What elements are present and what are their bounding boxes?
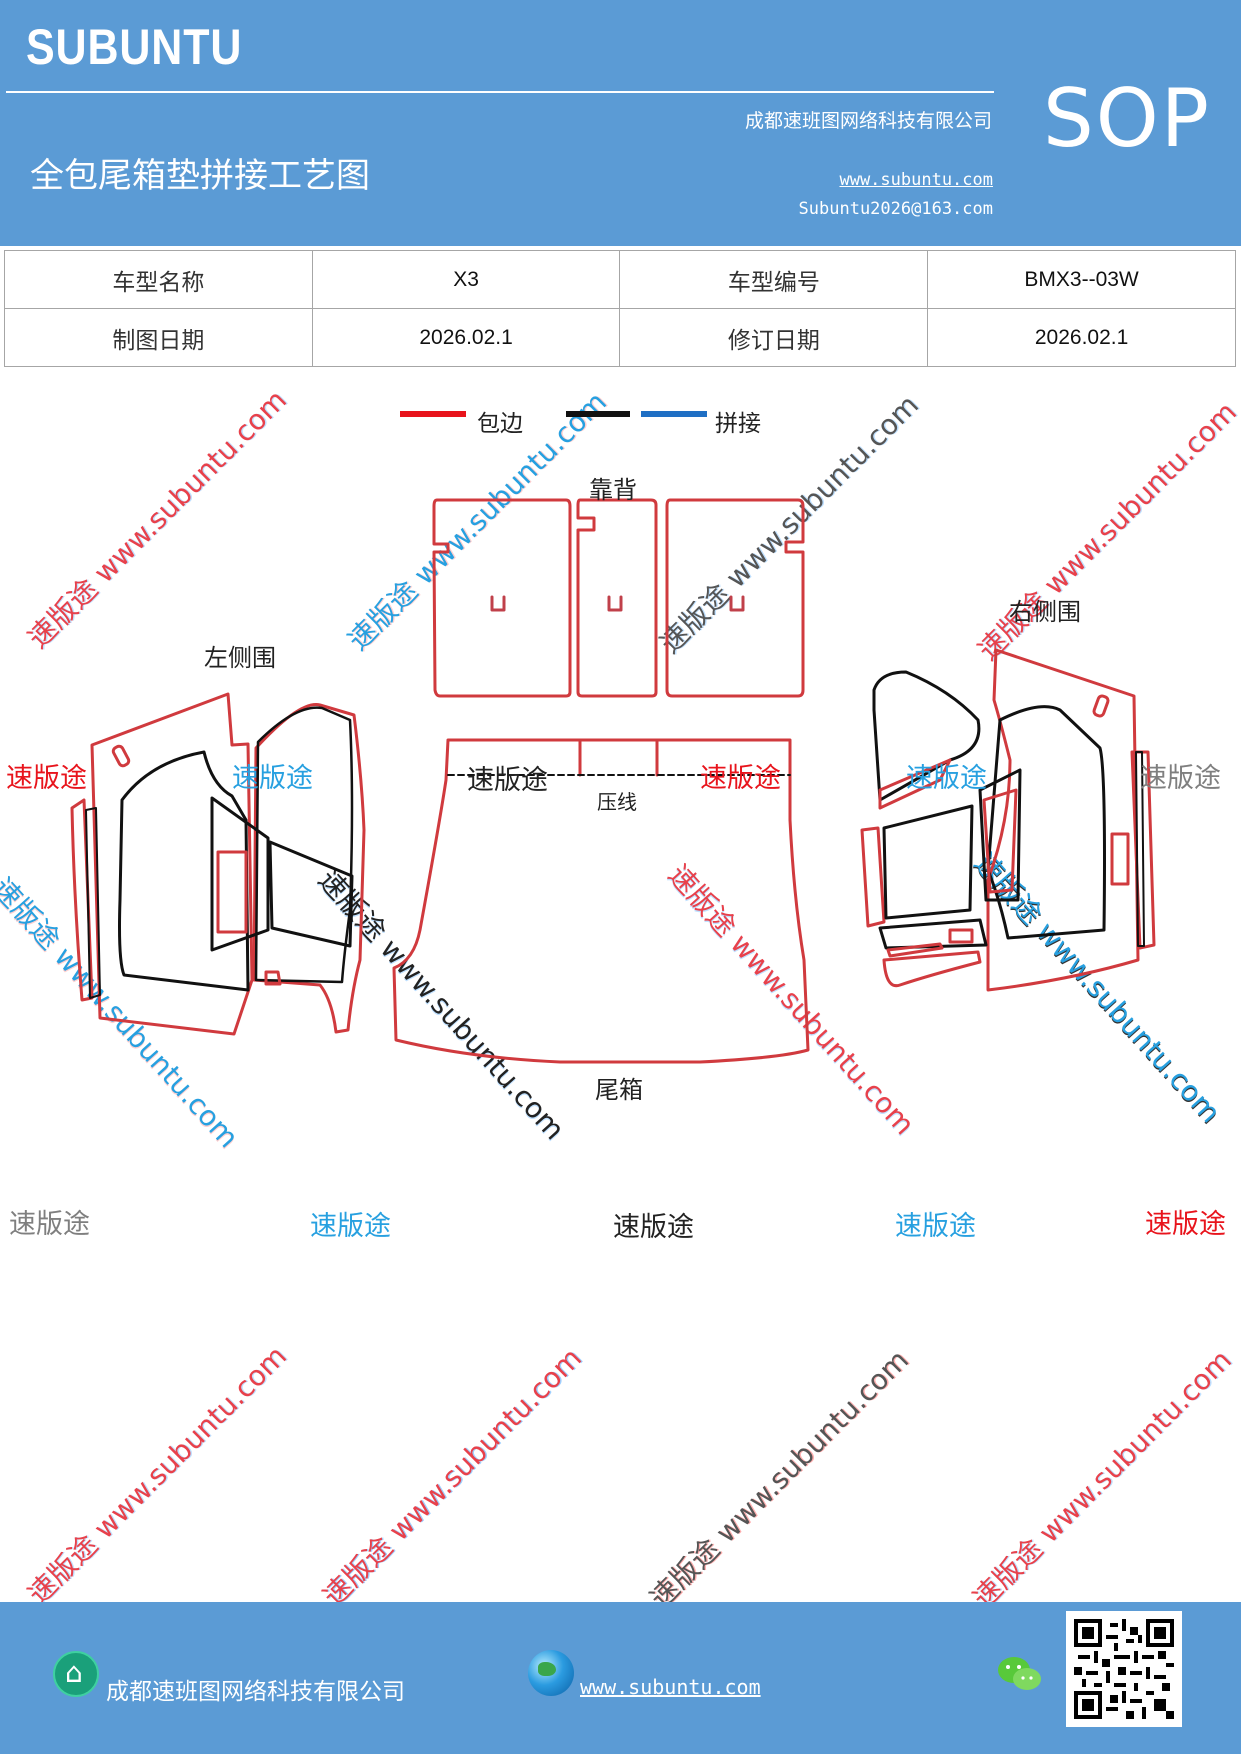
brand-watermark: 速版途 xyxy=(613,1212,694,1243)
brand-watermark: 速版途 xyxy=(310,1211,391,1242)
table-row: 制图日期 2026.02.1 修订日期 2026.02.1 xyxy=(4,308,1236,367)
brand-watermark: 速版途 xyxy=(1145,1209,1226,1240)
document-title: 全包尾箱垫拼接工艺图 xyxy=(30,156,370,196)
footer-company: 成都速班图网络科技有限公司 xyxy=(106,1679,405,1705)
right-side-label: 右侧围 xyxy=(1009,598,1081,626)
brand-watermark: 速版途 xyxy=(1140,763,1221,794)
sop-badge: SOP xyxy=(1043,72,1211,165)
backrest-panel-right xyxy=(665,498,805,698)
header-banner xyxy=(0,0,1241,246)
legend-seam-swatch xyxy=(641,411,707,417)
draw-date-value: 2026.02.1 xyxy=(311,308,621,367)
header-email: Subuntu2026@163.com xyxy=(798,199,993,219)
brand-watermark: 速版途 xyxy=(232,763,313,794)
header-website-link[interactable]: www.subuntu.com xyxy=(839,170,993,190)
backrest-panel-middle xyxy=(576,498,658,698)
model-name-label: 车型名称 xyxy=(4,250,313,309)
trunk-floor xyxy=(392,738,810,1064)
footer-website-link[interactable]: www.subuntu.com xyxy=(580,1675,761,1699)
brand-watermark: 速版途 xyxy=(467,765,548,796)
legend-line-swatch xyxy=(566,411,630,417)
vehicle-info-table: 车型名称 X3 车型编号 BMX3--03W 制图日期 2026.02.1 修订… xyxy=(4,250,1236,367)
backrest-panel-left xyxy=(432,498,572,698)
brand-watermark: 速版途 xyxy=(700,763,781,794)
brand-logo: SUBUNTU xyxy=(26,19,243,75)
wechat-icon xyxy=(998,1657,1041,1690)
legend-edge-swatch xyxy=(400,411,466,417)
brand-watermark: 速版途 xyxy=(6,763,87,794)
model-code-label: 车型编号 xyxy=(619,250,929,309)
qr-code[interactable] xyxy=(1066,1611,1182,1727)
model-name-value: X3 xyxy=(311,250,621,309)
brand-watermark: 速版途 xyxy=(895,1211,976,1242)
legend-seam-label: 拼接 xyxy=(715,411,761,437)
home-icon xyxy=(53,1651,99,1697)
globe-icon xyxy=(528,1650,574,1696)
right-side-panels xyxy=(860,648,1156,992)
qr-code-pattern xyxy=(1074,1619,1174,1719)
left-side-label: 左侧围 xyxy=(204,644,276,672)
crease-label: 压线 xyxy=(597,790,637,814)
trunk-label: 尾箱 xyxy=(595,1076,643,1104)
draw-date-label: 制图日期 xyxy=(4,308,313,367)
header-company: 成都速班图网络科技有限公司 xyxy=(744,110,992,132)
left-side-panels xyxy=(70,692,366,1036)
brand-watermark: 速版途 xyxy=(9,1209,90,1240)
revise-date-value: 2026.02.1 xyxy=(927,308,1236,367)
header-divider xyxy=(6,91,994,93)
brand-watermark: 速版途 xyxy=(906,763,987,794)
legend-edge-label: 包边 xyxy=(477,411,523,437)
backrest-label: 靠背 xyxy=(589,476,637,504)
revise-date-label: 修订日期 xyxy=(619,308,929,367)
